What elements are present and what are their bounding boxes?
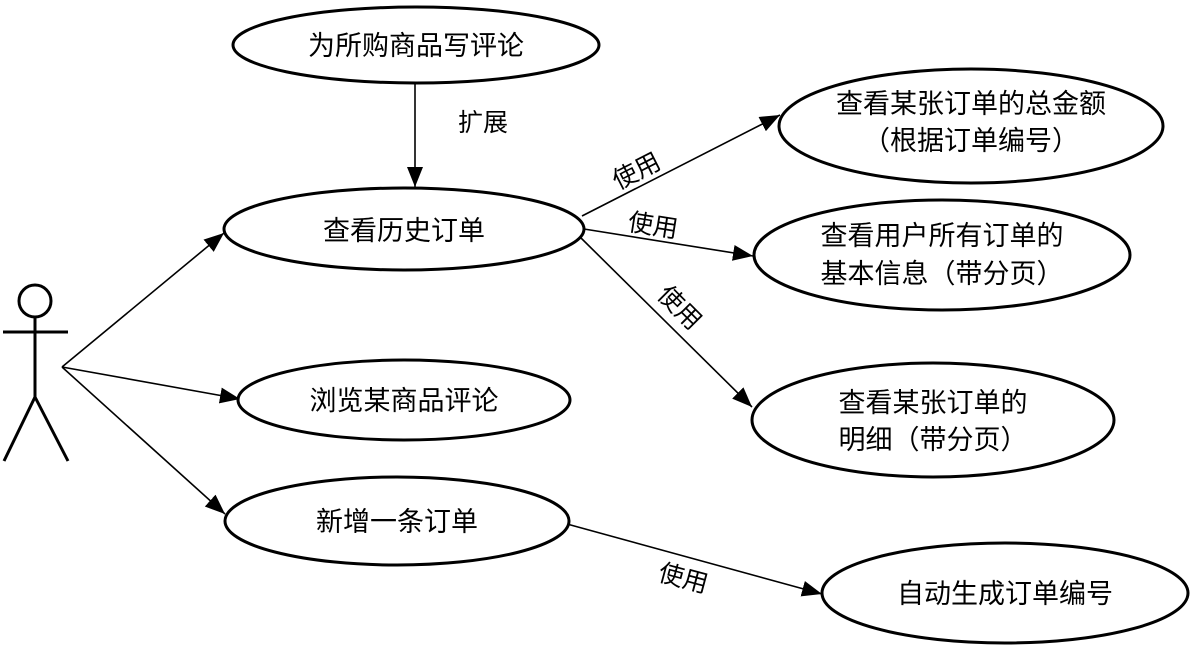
- use-case-user-orders-line2: 基本信息（带分页）: [821, 259, 1064, 290]
- use-case-browse-reviews-label: 浏览某商品评论: [310, 386, 499, 417]
- use-edge-order-detail: [579, 236, 753, 408]
- actor-to-browse-reviews-edge: [61, 366, 241, 404]
- actor-to-new-order-edge: [61, 366, 226, 515]
- use-case-user-orders: 查看用户所有订单的 基本信息（带分页）: [752, 198, 1132, 312]
- use-case-total-amount-line1: 查看某张订单的总金额: [836, 89, 1106, 120]
- use-edge-user-orders: [583, 228, 754, 261]
- use-label-order-detail: 使用: [652, 280, 708, 336]
- use-edge-total-amount: [581, 114, 781, 217]
- use-case-auto-number: 自动生成订单编号: [820, 541, 1190, 645]
- use-case-total-amount: 查看某张订单的总金额 （根据订单编号）: [777, 67, 1165, 185]
- use-case-write-review-label: 为所购商品写评论: [308, 31, 524, 62]
- actor-icon: [2, 283, 70, 462]
- use-case-auto-number-label: 自动生成订单编号: [897, 579, 1113, 610]
- use-case-order-detail: 查看某张订单的 明细（带分页）: [750, 361, 1116, 479]
- actor-to-view-history-edge: [61, 232, 225, 368]
- use-case-new-order-label: 新增一条订单: [316, 507, 478, 538]
- extend-label: 扩展: [458, 108, 508, 137]
- use-case-view-history-label: 查看历史订单: [323, 216, 485, 247]
- use-case-view-history: 查看历史订单: [222, 186, 586, 272]
- use-case-order-detail-line2: 明细（带分页）: [839, 425, 1028, 456]
- use-case-order-detail-line1: 查看某张订单的: [839, 388, 1028, 419]
- use-case-new-order: 新增一条订单: [223, 475, 571, 567]
- use-label-user-orders: 使用: [626, 207, 680, 243]
- use-case-user-orders-line1: 查看用户所有订单的: [821, 221, 1064, 252]
- use-label-auto-number: 使用: [655, 558, 711, 599]
- use-case-browse-reviews: 浏览某商品评论: [236, 358, 572, 442]
- use-case-write-review: 为所购商品写评论: [231, 5, 601, 85]
- use-edge-auto-number: [566, 523, 823, 597]
- use-case-total-amount-line2: （根据订单编号）: [863, 126, 1079, 157]
